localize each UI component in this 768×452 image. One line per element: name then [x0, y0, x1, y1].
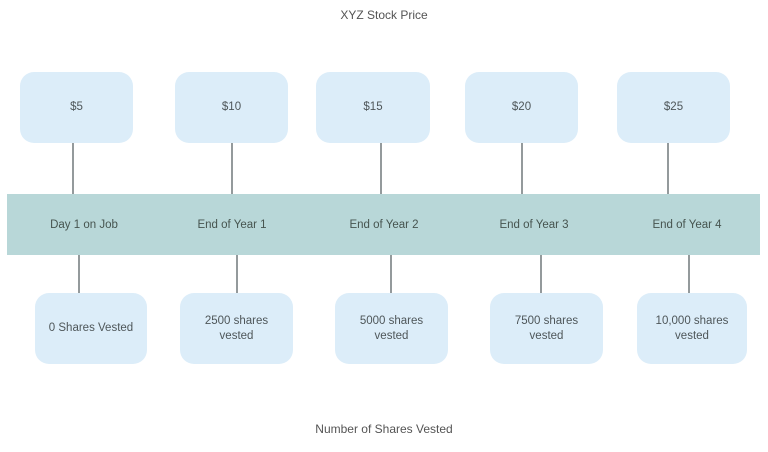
- stock-price-box: $10: [175, 72, 288, 143]
- stock-price-box: $15: [316, 72, 430, 143]
- diagram-title: XYZ Stock Price: [340, 8, 428, 22]
- connector-line: [236, 255, 238, 293]
- shares-vested-box: 5000 shares vested: [335, 293, 448, 364]
- shares-vested-box: 7500 shares vested: [490, 293, 603, 364]
- stock-price-box: $25: [617, 72, 730, 143]
- timeline-milestone-label: End of Year 3: [499, 218, 569, 231]
- connector-line: [78, 255, 80, 293]
- diagram-footer: Number of Shares Vested: [315, 422, 453, 436]
- timeline-milestone-label: Day 1 on Job: [50, 218, 118, 231]
- connector-line: [667, 143, 669, 194]
- timeline-band: [7, 194, 760, 255]
- connector-line: [231, 143, 233, 194]
- shares-vested-box: 2500 shares vested: [180, 293, 293, 364]
- shares-vested-box: 10,000 shares vested: [637, 293, 747, 364]
- stock-price-box: $20: [465, 72, 578, 143]
- connector-line: [390, 255, 392, 293]
- connector-line: [72, 143, 74, 194]
- timeline-milestone-label: End of Year 2: [349, 218, 419, 231]
- connector-line: [521, 143, 523, 194]
- connector-line: [540, 255, 542, 293]
- timeline-milestone-label: End of Year 4: [652, 218, 722, 231]
- shares-vested-box: 0 Shares Vested: [35, 293, 147, 364]
- connector-line: [380, 143, 382, 194]
- stock-price-box: $5: [20, 72, 133, 143]
- connector-line: [688, 255, 690, 293]
- timeline-milestone-label: End of Year 1: [197, 218, 267, 231]
